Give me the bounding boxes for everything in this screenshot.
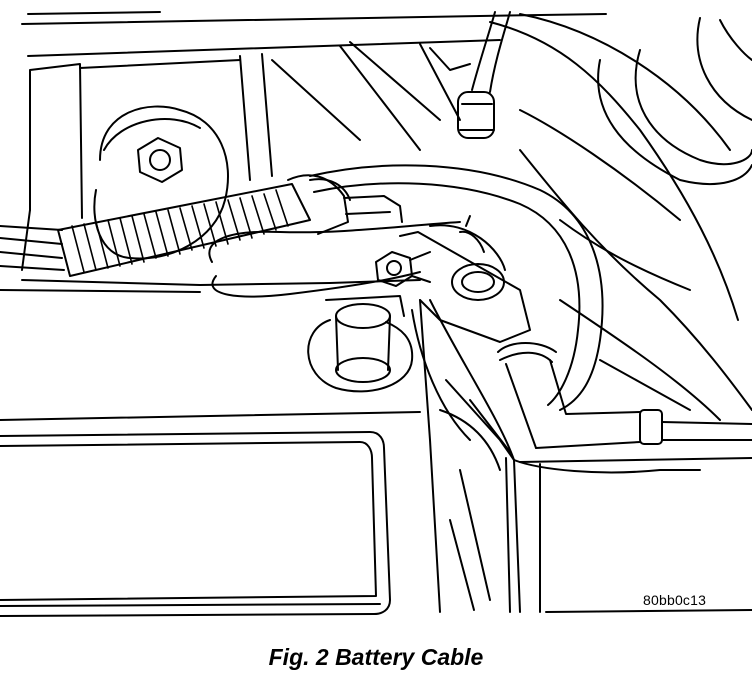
battery-post	[308, 296, 412, 391]
battery-cable	[209, 165, 602, 410]
strut-tower	[490, 14, 752, 420]
mounting-bracket	[80, 42, 470, 180]
battery-terminal	[376, 216, 530, 342]
cable-loom	[58, 175, 350, 276]
left-wires	[0, 226, 64, 270]
upper-cable	[458, 12, 510, 138]
battery-case	[0, 300, 470, 616]
figure-code: 80bb0c13	[643, 592, 707, 608]
frame-rail	[430, 300, 752, 612]
mount-bolt	[94, 107, 228, 259]
cable-to-right	[498, 343, 752, 448]
figure-caption: Fig. 2 Battery Cable	[268, 644, 484, 670]
